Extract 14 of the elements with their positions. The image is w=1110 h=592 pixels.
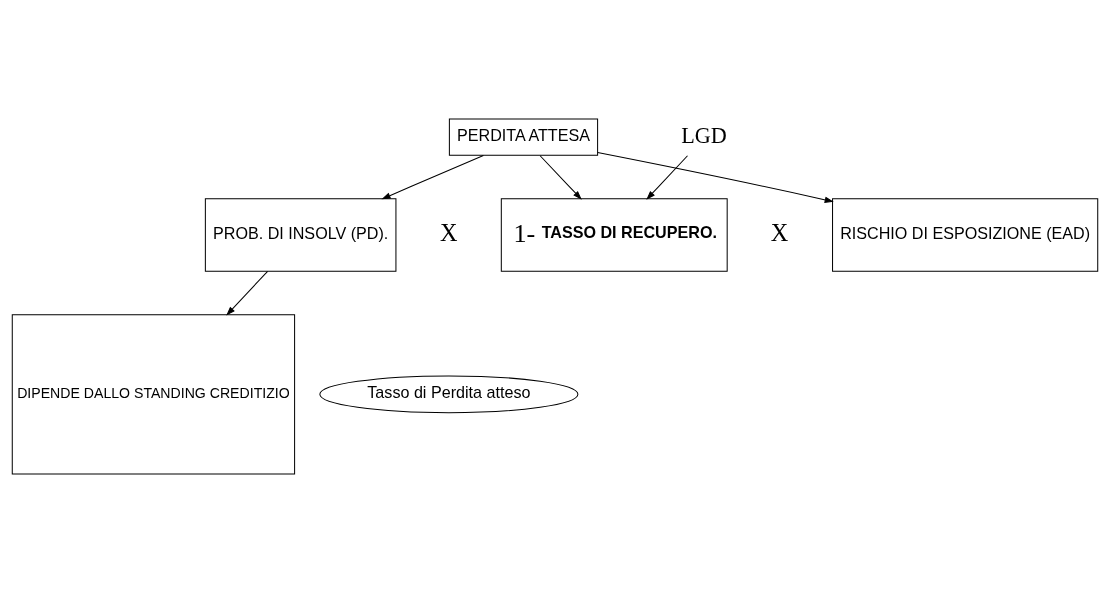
node-box: RISCHIO DI ESPOSIZIONE (EAD) — [832, 197, 1099, 272]
label: X — [440, 218, 458, 246]
node-text: LGD — [681, 122, 727, 148]
arrow — [226, 270, 269, 315]
arrow — [539, 154, 582, 200]
label: X — [770, 218, 789, 246]
arrow — [597, 151, 834, 203]
node-box: PROB. DI INSOLV (PD). — [204, 197, 397, 272]
node-box: PERDITA ATTESA — [448, 118, 599, 156]
arrow — [381, 154, 484, 199]
arrow — [646, 154, 689, 200]
node-ellipse: Tasso di Perdita atteso — [319, 374, 579, 413]
node-box: 1- TASSO DI RECUPERO. — [500, 197, 728, 272]
node-box: DIPENDE DALLO STANDING CREDITIZIO — [11, 313, 296, 474]
